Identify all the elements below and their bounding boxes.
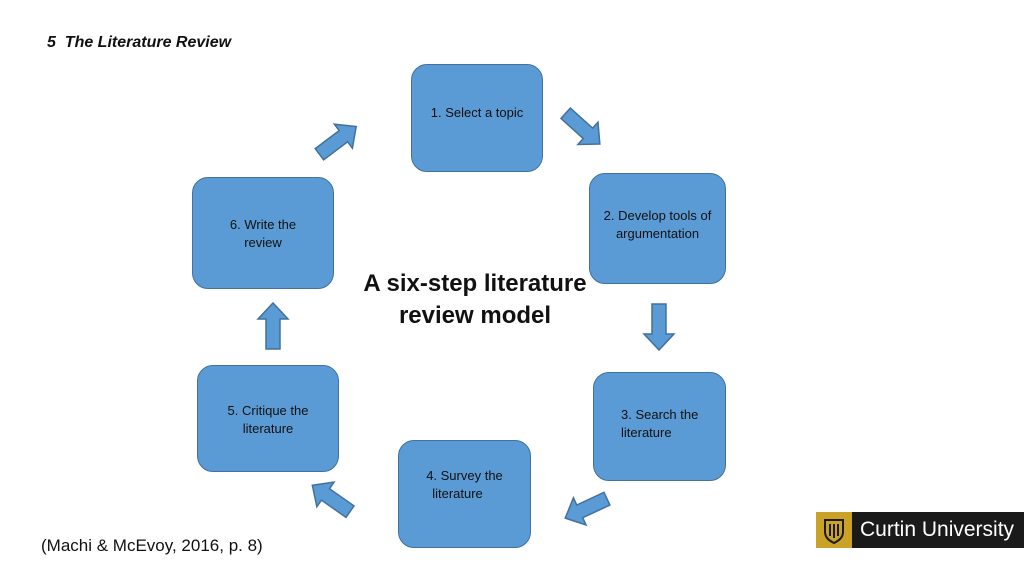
step-1-label-line1: 1. Select a topic xyxy=(430,105,524,120)
step-4-label-line1: 4. Survey the xyxy=(426,468,503,483)
step-4-box: 4. Survey the literature xyxy=(398,440,531,548)
step-1-box: 1. Select a topic xyxy=(411,64,543,172)
crest-icon xyxy=(816,512,852,548)
diagram-center-title: A six-step literature review model xyxy=(340,268,610,332)
arrow-3-to-4 xyxy=(564,491,611,527)
step-5-label-line1: 5. Critique the xyxy=(227,403,309,418)
step-3-label-line2: literature xyxy=(621,425,672,440)
step-3-label-line1: 3. Search the xyxy=(621,407,699,422)
arrow-6-to-1 xyxy=(314,123,358,161)
step-5-box: 5. Critique the literature xyxy=(197,365,339,472)
step-2-label-line2: argumentation xyxy=(615,226,700,241)
logo-wordmark: Curtin University xyxy=(852,512,1024,548)
step-6-box: 6. Write the review xyxy=(192,177,334,289)
center-title-line1: A six-step literature xyxy=(363,270,587,297)
slide-title: 5 The Literature Review xyxy=(47,34,232,51)
citation: (Machi & McEvoy, 2016, p. 8) xyxy=(41,536,263,555)
arrow-2-to-3 xyxy=(642,303,676,352)
arrow-4-to-5 xyxy=(311,481,356,519)
step-5-label-line2: literature xyxy=(242,421,294,436)
arrow-5-to-6 xyxy=(256,301,290,350)
step-2-box: 2. Develop tools of argumentation xyxy=(589,173,726,284)
center-title-line2: review model xyxy=(398,302,552,329)
step-4-label-line2: literature xyxy=(432,486,483,501)
step-2-label-line1: 2. Develop tools of xyxy=(603,208,712,223)
step-6-label-line2: review xyxy=(244,235,282,250)
arrow-1-to-2 xyxy=(559,107,601,146)
step-3-box: 3. Search the literature xyxy=(593,372,726,481)
university-logo: Curtin University xyxy=(816,512,1024,548)
step-6-label-line1: 6. Write the xyxy=(229,217,297,232)
